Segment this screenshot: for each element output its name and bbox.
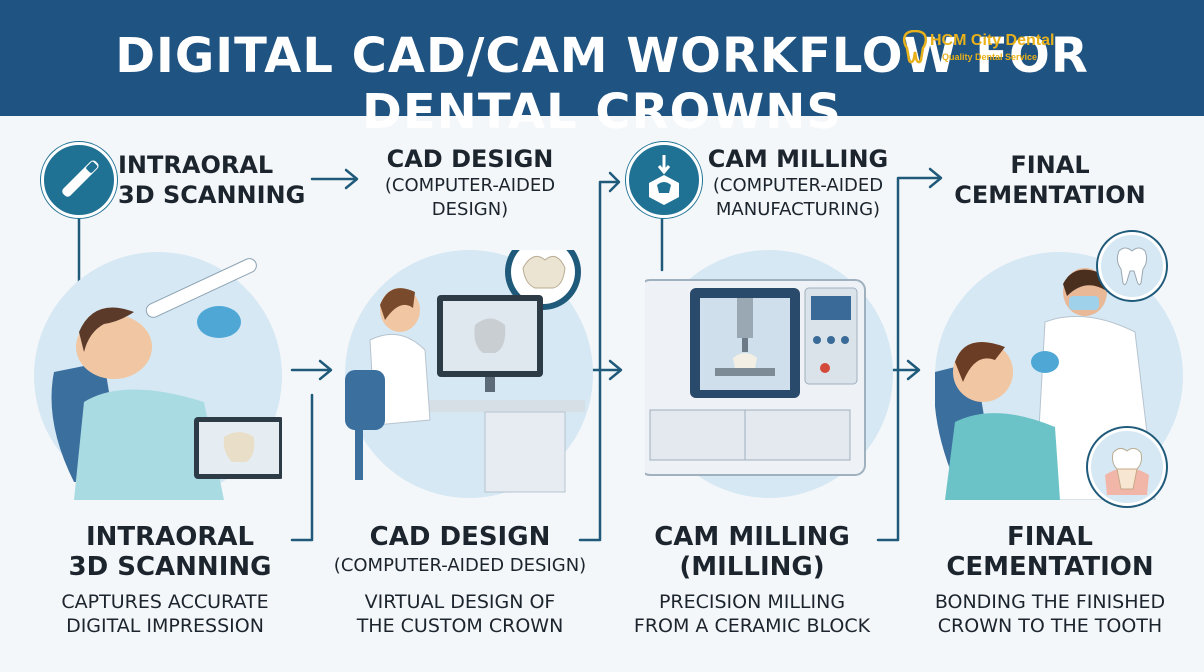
step4-bottom-line1: FINAL <box>1007 522 1093 552</box>
step3-desc-line1: PRECISION MILLING <box>658 591 846 613</box>
step1-scanning-scene <box>34 252 284 500</box>
step1-description: CAPTURES ACCURATE DIGITAL IMPRESSION <box>30 590 300 638</box>
step2-bottom-line2: (COMPUTER-AIDED DESIGN) <box>333 555 587 576</box>
step1-desc-line2: DIGITAL IMPRESSION <box>66 615 264 637</box>
step2-top-heading: CAD DESIGN (COMPUTER-AIDED DESIGN) <box>345 144 595 222</box>
step3-desc-line2: FROM A CERAMIC BLOCK <box>633 615 871 637</box>
step3-top-heading: CAM MILLING (COMPUTER-AIDED MANUFACTURIN… <box>700 144 896 222</box>
step4-desc-line2: CROWN TO THE TOOTH <box>937 615 1163 637</box>
step3-description: PRECISION MILLING FROM A CERAMIC BLOCK <box>612 590 892 638</box>
step3-milling-scene <box>639 250 893 498</box>
patient-scan-illustration <box>51 258 284 500</box>
tooth-logo-icon <box>902 30 928 64</box>
logo-subtext: Quality Dental Service <box>942 52 1038 62</box>
scanner-wand-icon <box>62 160 99 197</box>
step3-milling-icon-badge <box>626 142 702 218</box>
step4-description: BONDING THE FINISHED CROWN TO THE TOOTH <box>910 590 1190 638</box>
step4-bottom-line2: CEMENTATION <box>946 552 1154 582</box>
tooth-icon <box>1116 247 1148 286</box>
crowned-tooth-icon <box>1105 447 1149 495</box>
step1-bottom-title: INTRAORAL 3D SCANNING <box>40 522 300 582</box>
step4-top-line1: FINAL <box>1010 151 1090 179</box>
step1-bottom-line1: INTRAORAL <box>85 522 255 552</box>
step2-top-line2: (COMPUTER-AIDED <box>384 175 556 196</box>
technician-computer-illustration <box>345 234 585 493</box>
step1-scanner-icon-badge <box>41 142 117 218</box>
milling-block-icon <box>649 155 679 205</box>
step2-description: VIRTUAL DESIGN OF THE CUSTOM CROWN <box>330 590 590 638</box>
step4-bottom-title: FINAL CEMENTATION <box>920 522 1180 582</box>
step2-top-line3: DESIGN) <box>431 199 509 220</box>
step2-bottom-title: CAD DESIGN (COMPUTER-AIDED DESIGN) <box>330 522 590 580</box>
step2-design-scene <box>345 234 593 498</box>
step4-top-line2: CEMENTATION <box>954 181 1146 209</box>
step4-desc-line1: BONDING THE FINISHED <box>934 591 1166 613</box>
step1-top-line2: 3D SCANNING <box>118 181 306 209</box>
clinic-logo: HCM City Dental Quality Dental Service <box>902 30 1082 70</box>
step3-top-line1: CAM MILLING <box>707 145 889 173</box>
dentist-patient-illustration <box>934 268 1156 501</box>
logo-text: HCM City Dental <box>930 32 1055 49</box>
milling-machine-illustration <box>639 279 866 476</box>
healthy-tooth-badge <box>1098 232 1166 300</box>
step1-top-line1: INTRAORAL <box>118 151 274 179</box>
step2-bottom-line1: CAD DESIGN <box>369 522 551 552</box>
step3-bottom-title: CAM MILLING (MILLING) <box>622 522 882 582</box>
step1-top-heading: INTRAORAL 3D SCANNING <box>118 150 318 210</box>
step2-top-line1: CAD DESIGN <box>386 145 554 173</box>
step4-top-heading: FINAL CEMENTATION <box>945 150 1155 210</box>
crown-on-tooth-badge <box>1088 428 1166 506</box>
step1-bottom-line2: 3D SCANNING <box>68 552 272 582</box>
step2-desc-line2: THE CUSTOM CROWN <box>356 615 564 637</box>
step3-bottom-line2: (MILLING) <box>679 552 825 582</box>
step3-top-line3: MANUFACTURING) <box>715 199 881 220</box>
step2-desc-line1: VIRTUAL DESIGN OF <box>364 591 556 613</box>
step3-bottom-line1: CAM MILLING <box>654 522 850 552</box>
header-banner: DIGITAL CAD/CAM WORKFLOW FOR DENTAL CROW… <box>0 0 1204 140</box>
step3-top-line2: (COMPUTER-AIDED <box>712 175 884 196</box>
step1-desc-line1: CAPTURES ACCURATE <box>61 591 269 613</box>
